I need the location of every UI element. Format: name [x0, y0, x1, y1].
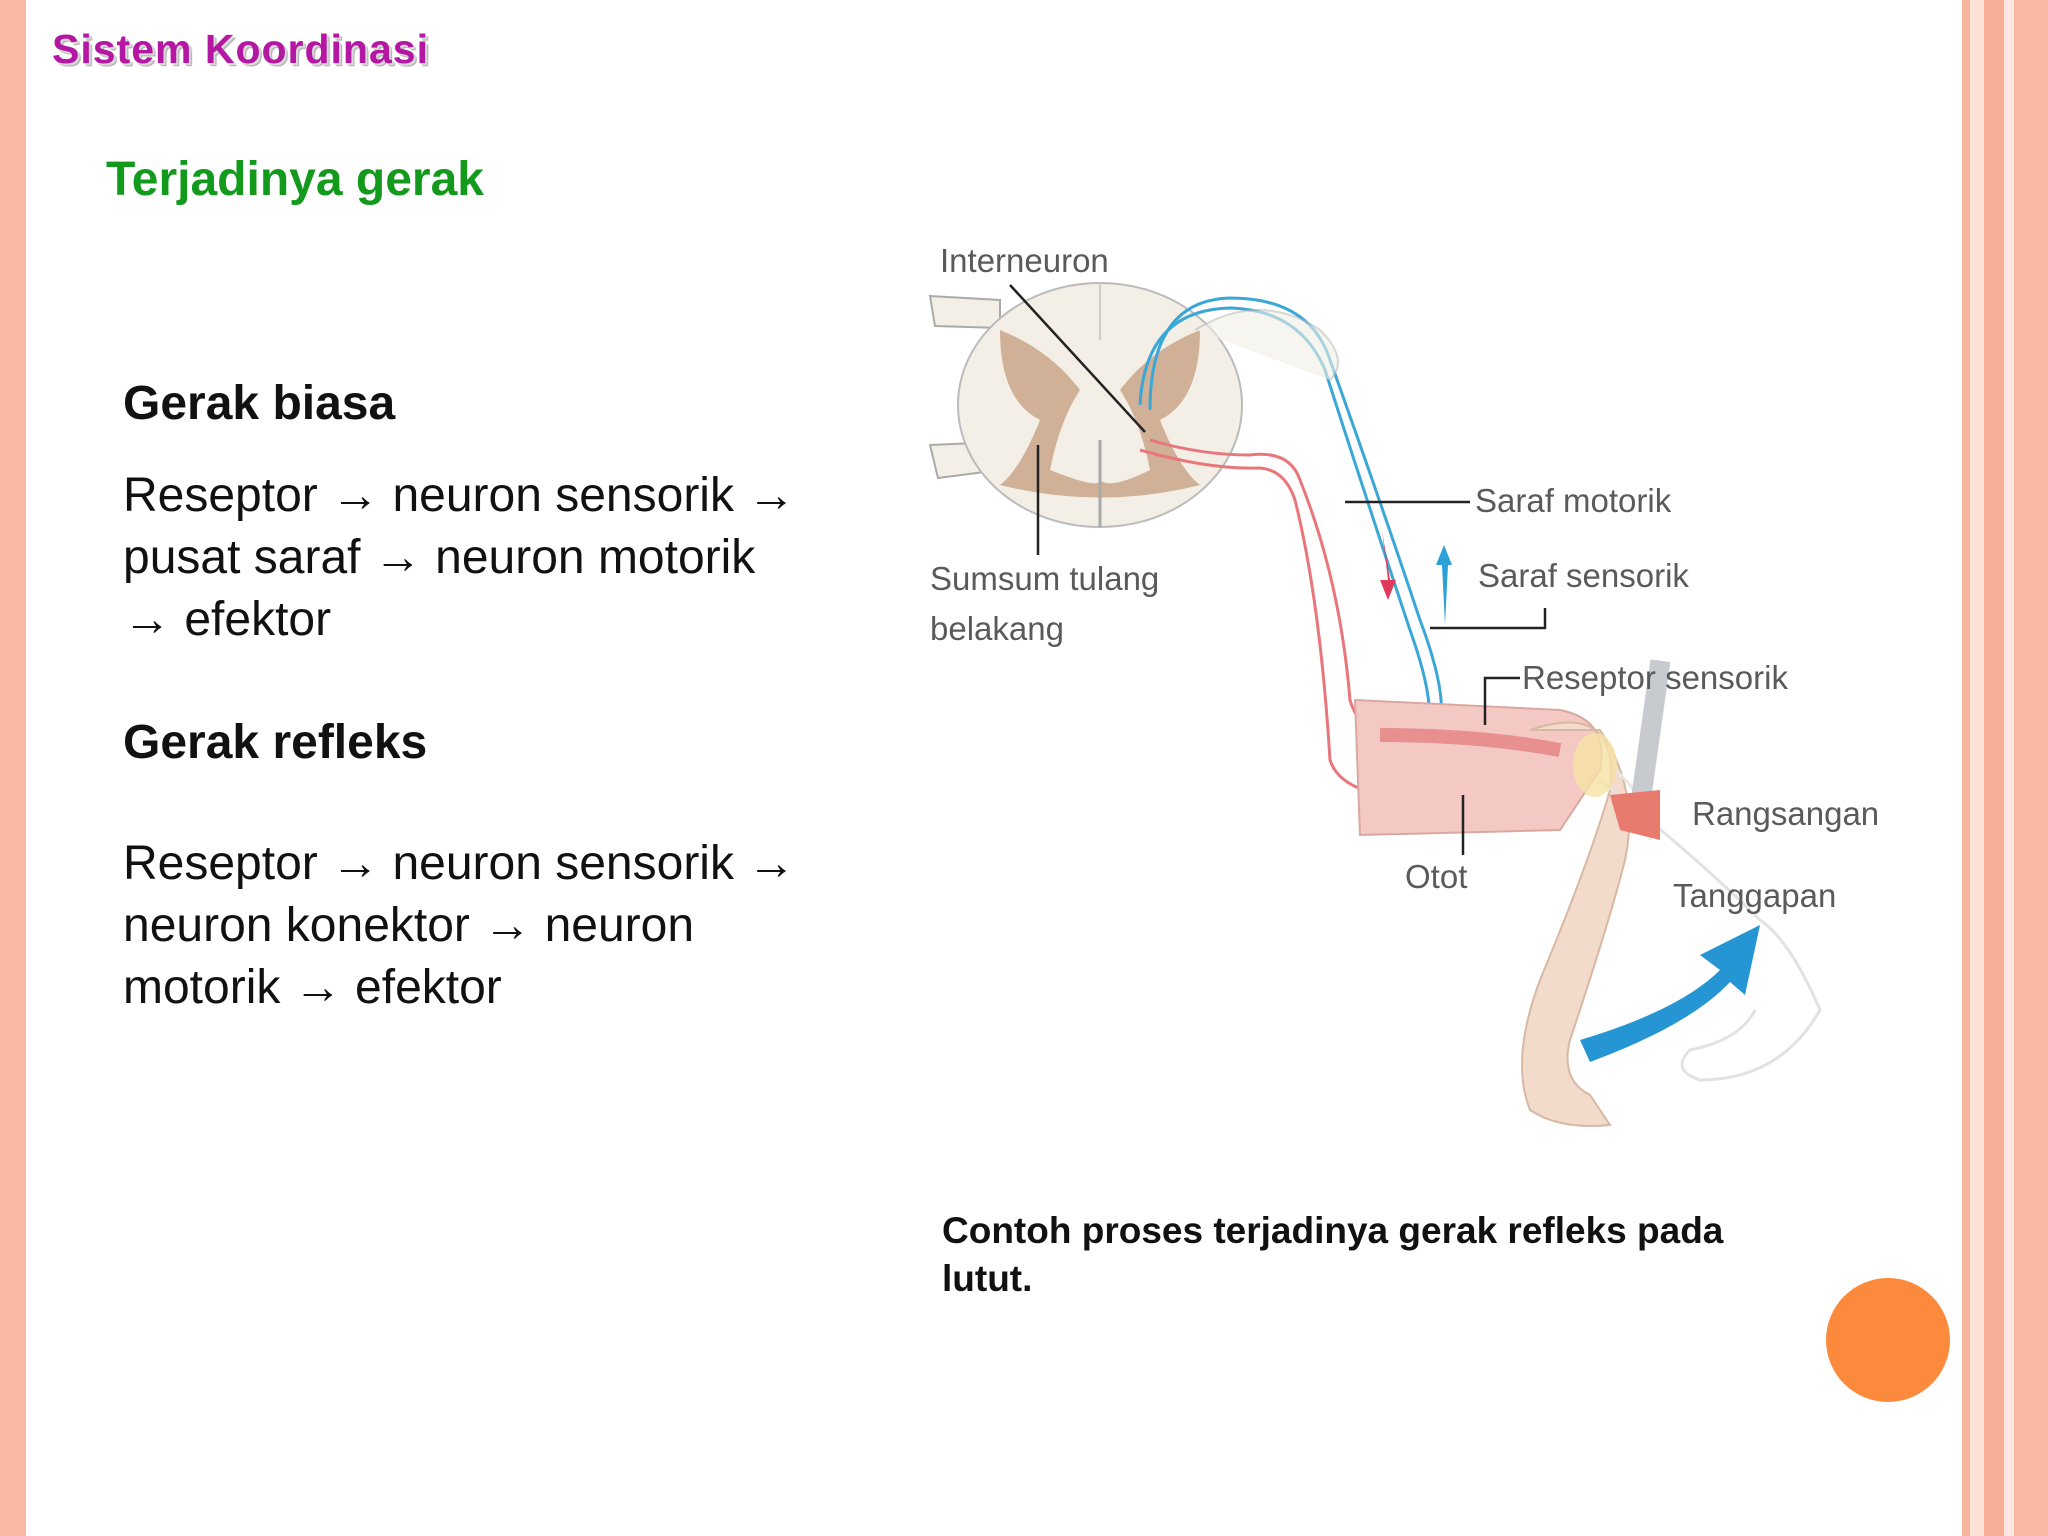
label-muscle: Otot — [1405, 858, 1467, 895]
right-border-stripe — [2014, 0, 2048, 1536]
left-border-stripe — [0, 0, 26, 1536]
reflex-diagram: Interneuron Sumsum tulang belakang Saraf… — [928, 242, 1879, 1127]
label-spinal-cord-2: belakang — [930, 610, 1064, 647]
diagram-labels: Interneuron Sumsum tulang belakang Saraf… — [930, 242, 1879, 914]
leg-illustration — [1353, 698, 1822, 1127]
section-text-gerak-refleks: Reseptor → neuron sensorik → neuron kone… — [123, 833, 863, 1019]
header-title: Sistem Koordinasi — [52, 26, 429, 72]
reflex-hammer — [1610, 659, 1671, 840]
text-line: Reseptor → neuron sensorik → — [123, 837, 796, 890]
label-stimulus: Rangsangan — [1692, 795, 1879, 832]
leader-lines — [1009, 284, 1547, 855]
motor-nerve — [1139, 438, 1401, 797]
label-interneuron: Interneuron — [940, 242, 1109, 279]
caption-line: lutut. — [942, 1258, 1033, 1299]
right-border-stripe — [1970, 0, 1984, 1536]
right-border-stripe — [1984, 0, 2004, 1536]
motor-direction-arrow-icon — [1380, 530, 1396, 600]
text-line: pusat saraf → neuron motorik — [123, 531, 756, 584]
sensory-direction-arrow-icon — [1436, 545, 1452, 625]
label-response: Tanggapan — [1673, 877, 1836, 914]
section-title-gerak-biasa: Gerak biasa — [123, 377, 396, 430]
spinal-cord — [928, 282, 1243, 528]
text-line: motorik → efektor — [123, 961, 502, 1014]
response-arrow-icon — [1580, 925, 1760, 1062]
right-border-stripe — [2004, 0, 2014, 1536]
section-title-gerak-refleks: Gerak refleks — [123, 716, 428, 769]
text-line: Reseptor → neuron sensorik → — [123, 469, 796, 522]
slide-title: Terjadinya gerak — [106, 153, 484, 206]
right-border-stripe — [1962, 0, 1970, 1536]
label-motor-nerve: Saraf motorik — [1475, 482, 1672, 519]
figure-caption: Contoh proses terjadinya gerak refleks p… — [942, 1207, 1842, 1303]
decorative-dot — [1826, 1278, 1950, 1402]
caption-line: Contoh proses terjadinya gerak refleks p… — [942, 1210, 1724, 1251]
section-text-gerak-biasa: Reseptor → neuron sensorik → pusat saraf… — [123, 465, 863, 651]
label-receptor: Reseptor sensorik — [1522, 659, 1788, 696]
label-spinal-cord: Sumsum tulang — [930, 560, 1159, 597]
label-sensory-nerve: Saraf sensorik — [1478, 557, 1689, 594]
text-line: neuron konektor → neuron — [123, 899, 695, 952]
text-line: → efektor — [123, 593, 332, 646]
